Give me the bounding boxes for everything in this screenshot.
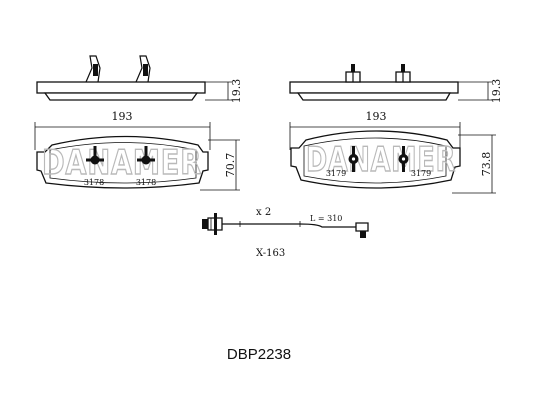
left-friction-block: [43, 92, 199, 101]
product-code: DBP2238: [227, 346, 291, 363]
sensor-connector: [202, 219, 208, 229]
sensor-probe: [355, 222, 369, 232]
left-backing-plate: [36, 81, 206, 94]
right-pad-front-view: 193 DANAMER 3179 3179 73.8: [289, 110, 496, 194]
left-watermark: DANAMER: [42, 143, 202, 183]
left-pad-side-view: 19.3: [36, 55, 243, 104]
right-clip-a: [345, 64, 361, 83]
right-clip-symbol-a: [348, 146, 359, 172]
left-thickness-label: 19.3: [230, 79, 243, 104]
right-watermark: DANAMER: [306, 140, 456, 180]
sensor-length-label: L = 310: [310, 214, 342, 223]
right-height-label: 73.8: [480, 152, 493, 177]
right-width-label: 193: [366, 110, 387, 123]
right-pad-side-view: 19.3: [289, 64, 503, 104]
left-part-number-a: 3178: [84, 178, 104, 187]
sensor-cable: [222, 223, 356, 228]
wear-sensor: x 2 L = 310 X-163: [202, 207, 369, 259]
left-clip-b: [135, 55, 151, 83]
left-pad-front-view: 193 DANAMER 3178 3178 70.7: [34, 110, 240, 191]
right-friction-block: [296, 92, 452, 101]
right-thickness-label: 19.3: [490, 79, 503, 104]
left-height-label: 70.7: [224, 153, 237, 178]
left-pad-outline: [36, 135, 209, 189]
sensor-code-label: X-163: [256, 248, 285, 259]
right-backing-plate: [289, 81, 459, 94]
left-part-number-b: 3178: [136, 178, 156, 187]
sensor-quantity-label: x 2: [256, 207, 271, 218]
left-clip-symbol-a: [86, 146, 104, 165]
right-clip-symbol-b: [398, 146, 409, 172]
right-part-number-a: 3179: [326, 169, 346, 178]
left-width-label: 193: [112, 110, 133, 123]
right-pad-outline: [290, 130, 461, 189]
left-clip-symbol-b: [137, 146, 155, 165]
right-part-number-b: 3179: [411, 169, 431, 178]
left-clip-a: [85, 55, 101, 83]
right-clip-b: [395, 64, 411, 83]
